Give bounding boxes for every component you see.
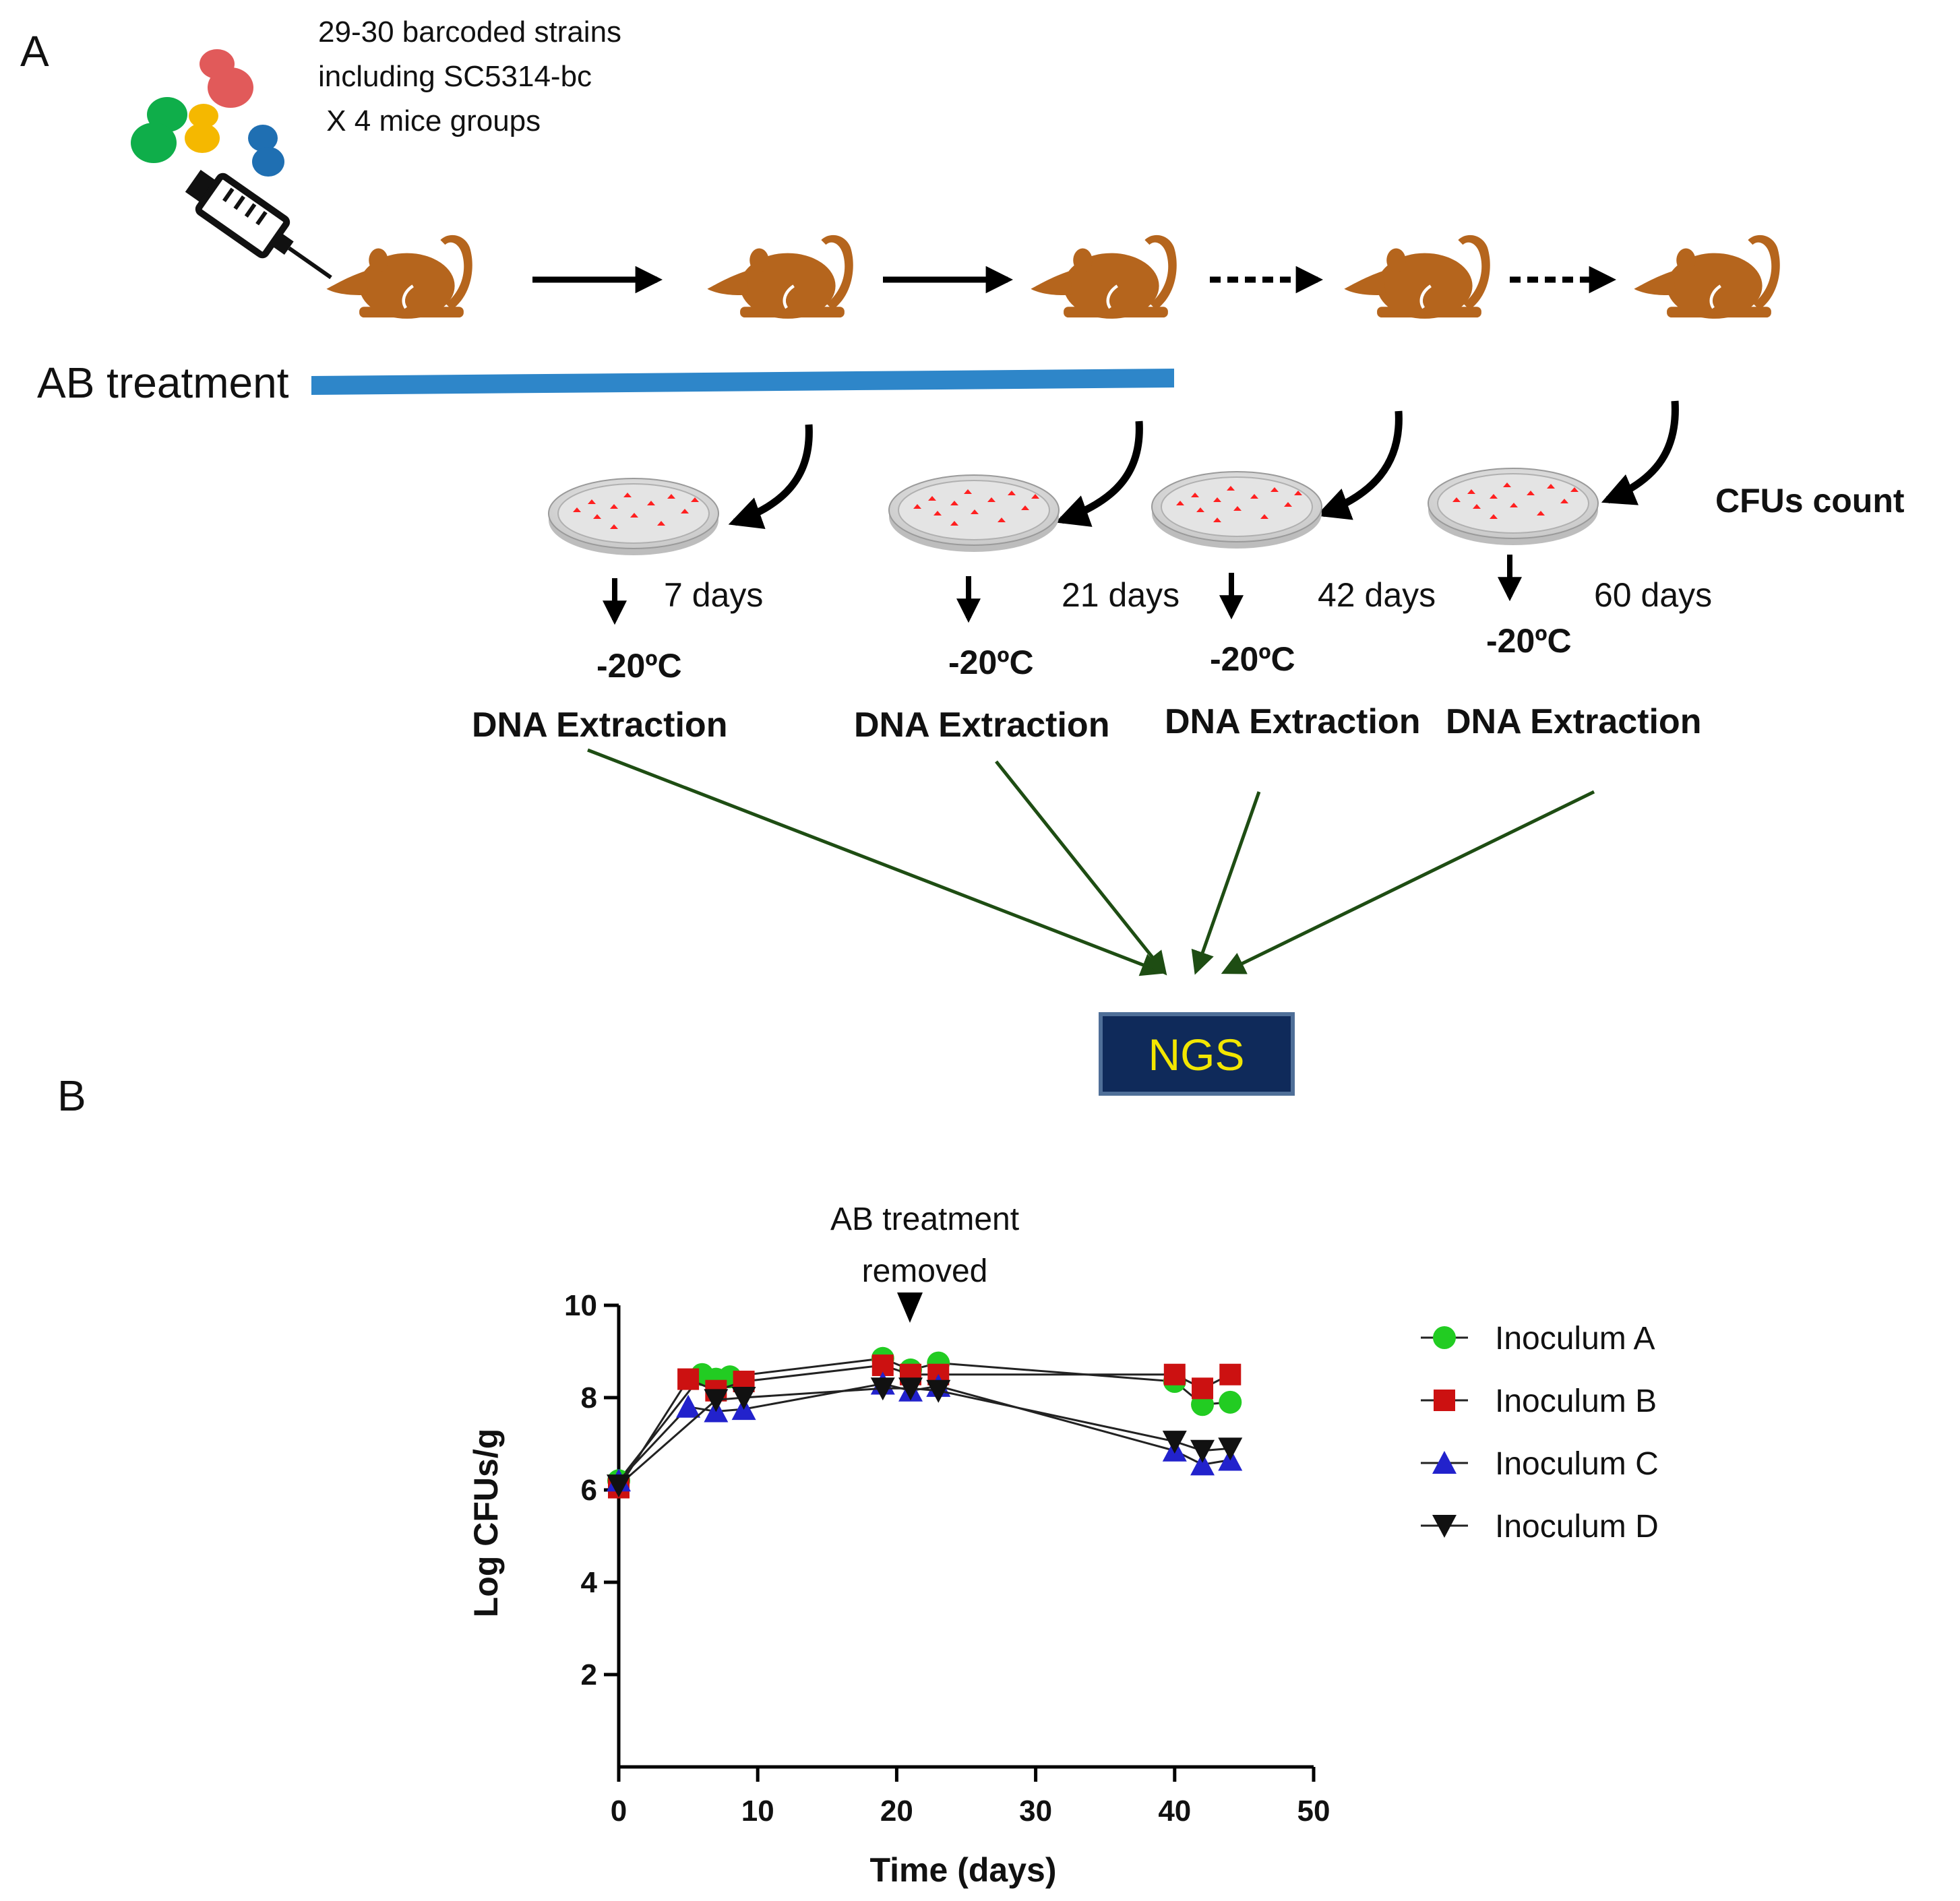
legend-marker <box>1433 1326 1456 1349</box>
petri-dish-4 <box>1428 468 1599 546</box>
green-arrow-2 <box>995 760 1167 976</box>
panel-b-label: B <box>57 1071 86 1120</box>
y-tick-label: 8 <box>581 1381 597 1414</box>
temp-label-1: -20ºC <box>596 647 682 685</box>
data-point-3 <box>1190 1452 1215 1476</box>
yeast-cells-icon <box>131 49 284 177</box>
legend-marker <box>1432 1515 1457 1538</box>
data-point-4 <box>607 1474 631 1498</box>
data-point-2 <box>1192 1377 1214 1400</box>
y-tick-label: 4 <box>581 1566 598 1599</box>
x-tick-label: 20 <box>880 1795 913 1828</box>
chart-legend: Inoculum A Inoculum B Inoculum C Inoculum D <box>1421 1321 1659 1545</box>
x-tick-label: 50 <box>1297 1795 1330 1828</box>
temp-label-4: -20ºC <box>1486 622 1572 660</box>
chart-area: 0 10 20 30 40 50 2 4 6 8 10 <box>564 1289 1330 1828</box>
day-label-4: 60 days <box>1594 576 1712 614</box>
curved-arrow-4 <box>1601 400 1679 505</box>
y-tick-label: 6 <box>581 1474 597 1507</box>
x-tick-label: 30 <box>1019 1795 1052 1828</box>
green-arrow-1 <box>587 748 1165 976</box>
data-point-1 <box>1219 1390 1242 1414</box>
day-label-3: 42 days <box>1318 576 1436 614</box>
legend-label: Inoculum D <box>1495 1509 1659 1545</box>
curved-arrow-2 <box>1055 420 1143 527</box>
petri-dish-2 <box>888 474 1060 553</box>
x-tick-label: 0 <box>611 1795 627 1828</box>
x-axis-label: Time (days) <box>870 1851 1057 1889</box>
ngs-label: NGS <box>1148 1030 1244 1080</box>
legend-label: Inoculum B <box>1495 1383 1657 1419</box>
legend-marker <box>1434 1390 1455 1411</box>
data-point-4 <box>926 1379 951 1403</box>
day-label-2: 21 days <box>1062 576 1180 614</box>
curved-arrow-1 <box>728 424 813 529</box>
data-point-4 <box>1218 1437 1243 1461</box>
dna-extraction-label-3: DNA Extraction <box>1165 702 1420 741</box>
green-arrow-3 <box>1191 791 1261 975</box>
day-label-1: 7 days <box>664 576 763 614</box>
series-line-2 <box>617 1364 1231 1489</box>
series-line-4 <box>618 1387 1231 1487</box>
mouse-icon-4 <box>1344 235 1490 319</box>
ab-treatment-bar <box>311 369 1174 395</box>
legend-label: Inoculum A <box>1495 1321 1655 1357</box>
data-point-3 <box>676 1394 701 1418</box>
ngs-box: NGS <box>1099 1012 1295 1096</box>
curved-arrow-3 <box>1316 410 1403 520</box>
ab-treatment-label: AB treatment <box>37 359 289 407</box>
strains-line-3: X 4 mice groups <box>318 104 541 137</box>
y-tick-label: 10 <box>564 1289 597 1322</box>
y-axis-label: Log CFUs/g <box>467 1429 505 1618</box>
dna-extraction-label-2: DNA Extraction <box>854 706 1109 745</box>
data-point-4 <box>1162 1431 1187 1454</box>
mouse-icon-5 <box>1634 235 1779 319</box>
mouse-icon-2 <box>707 235 853 319</box>
ab-removed-annotation-line-2: removed <box>862 1253 988 1289</box>
green-arrow-4 <box>1221 790 1595 974</box>
ab-removed-marker-icon <box>897 1292 923 1323</box>
strains-line-2: including SC5314-bc <box>318 60 592 93</box>
data-point-4 <box>1190 1439 1215 1463</box>
y-tick-label: 2 <box>581 1658 597 1691</box>
ab-removed-annotation-line-1: AB treatment <box>830 1202 1019 1237</box>
dna-extraction-label-4: DNA Extraction <box>1446 702 1701 741</box>
petri-dish-3 <box>1151 471 1322 549</box>
legend-label: Inoculum C <box>1495 1446 1659 1482</box>
petri-dish-1 <box>548 478 719 556</box>
data-point-2 <box>1219 1363 1242 1385</box>
data-point-4 <box>731 1387 756 1410</box>
series-line-3 <box>617 1382 1231 1482</box>
dna-extraction-label-1: DNA Extraction <box>472 706 727 745</box>
data-point-2 <box>1163 1363 1186 1385</box>
strains-line-1: 29-30 barcoded strains <box>318 15 621 49</box>
temp-label-3: -20ºC <box>1210 640 1295 678</box>
x-tick-label: 40 <box>1158 1795 1191 1828</box>
data-point-4 <box>870 1377 895 1401</box>
mouse-icon-1 <box>326 235 472 319</box>
data-point-4 <box>898 1377 923 1401</box>
x-tick-label: 10 <box>741 1795 774 1828</box>
temp-label-2: -20ºC <box>948 644 1034 681</box>
data-point-2 <box>677 1368 700 1390</box>
syringe-icon <box>185 169 332 280</box>
mouse-icon-3 <box>1031 235 1176 319</box>
data-point-4 <box>704 1389 729 1412</box>
panel-a-label: A <box>20 27 49 75</box>
legend-marker <box>1432 1451 1457 1474</box>
cfu-count-label: CFUs count <box>1715 482 1905 520</box>
